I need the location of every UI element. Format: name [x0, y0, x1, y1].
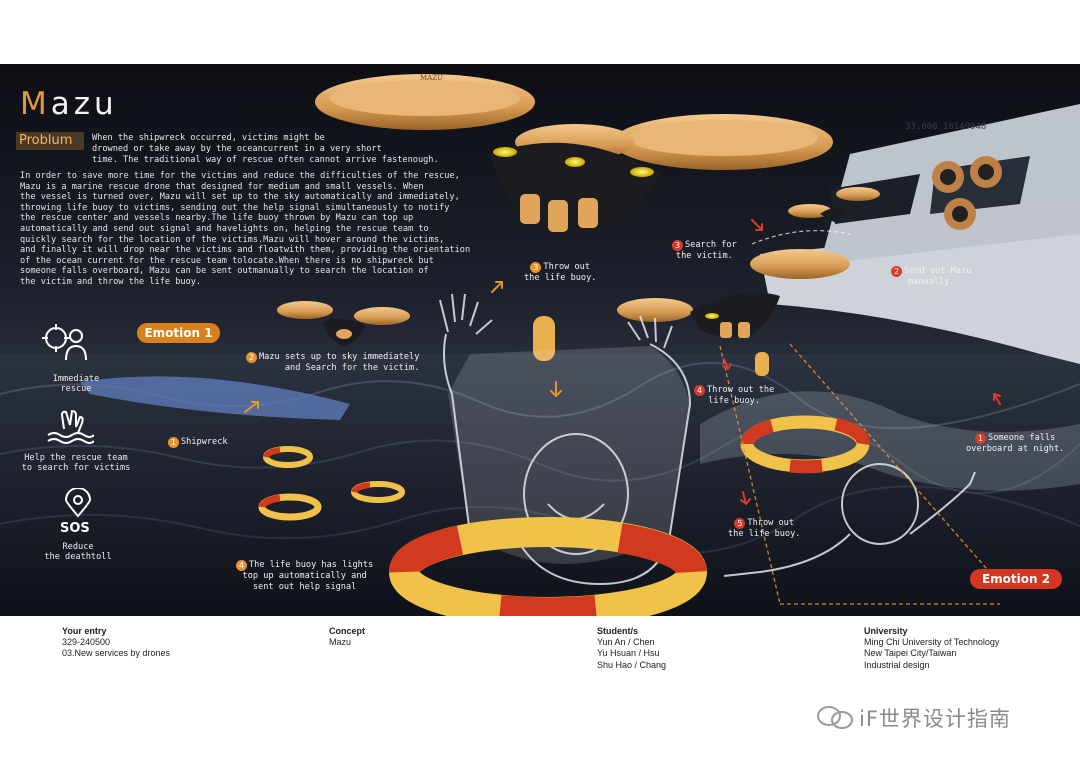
person-main-fill: [448, 346, 690, 564]
footer: Your entry 329-240500 03.New services by…: [0, 616, 1080, 763]
benefit-reduce-deathtoll: Reduce the deathtoll: [44, 542, 112, 563]
description-line: the vessel is turned over, Mazu will set…: [20, 192, 460, 203]
drone-mid: [617, 249, 850, 338]
wave: [0, 422, 1080, 494]
step-arrows: [244, 281, 562, 413]
problem-label: Problum: [16, 132, 84, 150]
wave: [0, 485, 1080, 555]
crosshair-person-icon: [42, 324, 87, 361]
drone-small-1: [277, 301, 410, 346]
location-pin-sos-icon: SOS: [60, 488, 92, 534]
watermark-text: iF世界设计指南: [859, 707, 1011, 731]
emotion-1-badge: Emotion 1: [137, 323, 220, 343]
description: In order to save more time for the victi…: [20, 171, 492, 288]
poster: 33,000 18149948 MAZU: [0, 64, 1080, 616]
description-line: throwing life buoy to victims, sending o…: [20, 202, 450, 213]
buoy-right: [740, 415, 870, 474]
poster-illustration: 33,000 18149948 MAZU: [0, 74, 1080, 616]
footer-entry: Your entry 329-240500 03.New services by…: [62, 626, 171, 659]
hero-drone: MAZU: [315, 74, 833, 233]
description-line: Mazu is a marine rescue drone that desig…: [20, 181, 424, 192]
poster-title: Mazu: [20, 86, 118, 122]
description-line: the victim and throw the life buoy.: [20, 276, 202, 287]
description-line: automatically and send out signal and ha…: [20, 223, 429, 234]
watermark: iF世界设计指南: [815, 702, 1055, 731]
buoy-small-2: [258, 493, 322, 521]
benefit-immediate-rescue: Immediate rescue: [52, 374, 100, 395]
benefit-help-search: Help the rescue team to search for victi…: [21, 453, 131, 474]
drowning-hand-icon: [47, 409, 94, 444]
footer-university: University Ming Chi University of Techno…: [864, 626, 1000, 670]
wechat-logo-icon: [817, 706, 853, 729]
sos-text: SOS: [60, 521, 90, 534]
footer-concept: Concept Mazu: [329, 626, 365, 648]
buoy-large: [389, 517, 707, 616]
description-line: quickly search for the location of the v…: [20, 234, 445, 245]
emotion-2-badge: Emotion 2: [970, 569, 1062, 589]
falling-buoy: [533, 316, 555, 361]
person-right: [723, 463, 976, 577]
problem-line: time. The traditional way of rescue ofte…: [92, 155, 439, 166]
problem-text: When the shipwreck occurred, victims mig…: [92, 133, 462, 167]
drone-brand-text: MAZU: [420, 74, 443, 82]
red-arrows: [722, 219, 1001, 505]
ship-number: 33,000 18149948: [905, 122, 986, 132]
flight-path: [751, 230, 851, 245]
description-line: someone falls overboard, Mazu can be sen…: [20, 266, 429, 277]
footer-students: Student/s Yun An / Chen Yu Hsuan / Hsu S…: [597, 626, 667, 670]
buoy-small-3: [351, 481, 405, 503]
problem-line: drowned or take away by the oceancurrent…: [92, 144, 382, 155]
person-main: [439, 293, 692, 586]
buoy-small-1: [263, 446, 313, 468]
search-path: [719, 343, 1001, 605]
description-line: the rescue center and vessels nearby.The…: [20, 213, 414, 224]
description-line: In order to save more time for the victi…: [20, 171, 460, 181]
capsized-boat: [80, 376, 350, 420]
drone-far: [788, 187, 880, 222]
falling-buoy-small: [755, 352, 769, 376]
mini-drone-on-ship: [932, 156, 1002, 230]
description-line: of the ocean current for the rescue team…: [20, 255, 434, 266]
description-line: and finally it will drop near the victim…: [20, 245, 471, 256]
problem-line: When the shipwreck occurred, victims mig…: [92, 133, 325, 143]
